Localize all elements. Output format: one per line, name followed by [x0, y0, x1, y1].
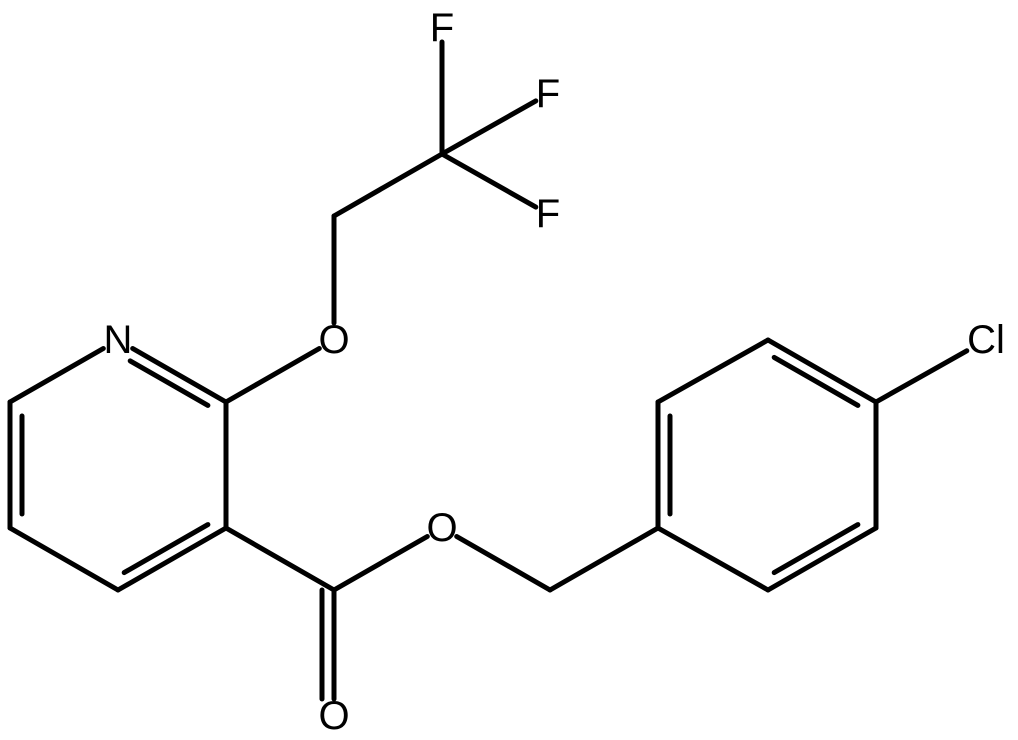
- bond-b5-b6: [765, 525, 879, 593]
- bond-b3-b4-inner: [771, 354, 861, 408]
- atom-label-o3: O: [426, 506, 457, 550]
- bond-b6-b1: [655, 525, 771, 593]
- bond-cf3-ch2a: [331, 151, 445, 219]
- bond-n-c2-inner: [127, 358, 211, 408]
- bond-cf3-f2: [439, 98, 539, 157]
- atom-label-o2: O: [318, 694, 349, 738]
- bond-c4-c5: [7, 525, 121, 593]
- bond-c3-cc: [223, 525, 337, 593]
- atom-label-n: N: [104, 318, 133, 362]
- bond-o3-ch2b: [454, 534, 553, 593]
- bond-n-c2: [130, 346, 229, 405]
- bond-c3-c4: [115, 525, 229, 593]
- atom-label-f1: F: [430, 6, 454, 50]
- bond-c6-n: [7, 346, 106, 405]
- bond-cf3-f3: [439, 151, 539, 210]
- bond-b5-b6-inner: [771, 522, 861, 576]
- bond-b4-cl: [873, 348, 970, 405]
- bond-ch2b-b1: [547, 525, 661, 593]
- atom-label-cl: Cl: [967, 318, 1005, 362]
- bond-cc-o3: [331, 534, 430, 593]
- atom-label-layer: F F F O N O O Cl: [104, 6, 1005, 738]
- bond-b3-b4: [765, 337, 879, 405]
- bond-layer: [7, 39, 970, 702]
- bond-b2-b3: [655, 337, 771, 405]
- atom-label-o1: O: [318, 318, 349, 362]
- atom-label-f3: F: [536, 192, 560, 236]
- atom-label-f2: F: [536, 72, 560, 116]
- bond-c3-c4-inner: [121, 522, 211, 576]
- bond-o1-c2: [223, 346, 322, 405]
